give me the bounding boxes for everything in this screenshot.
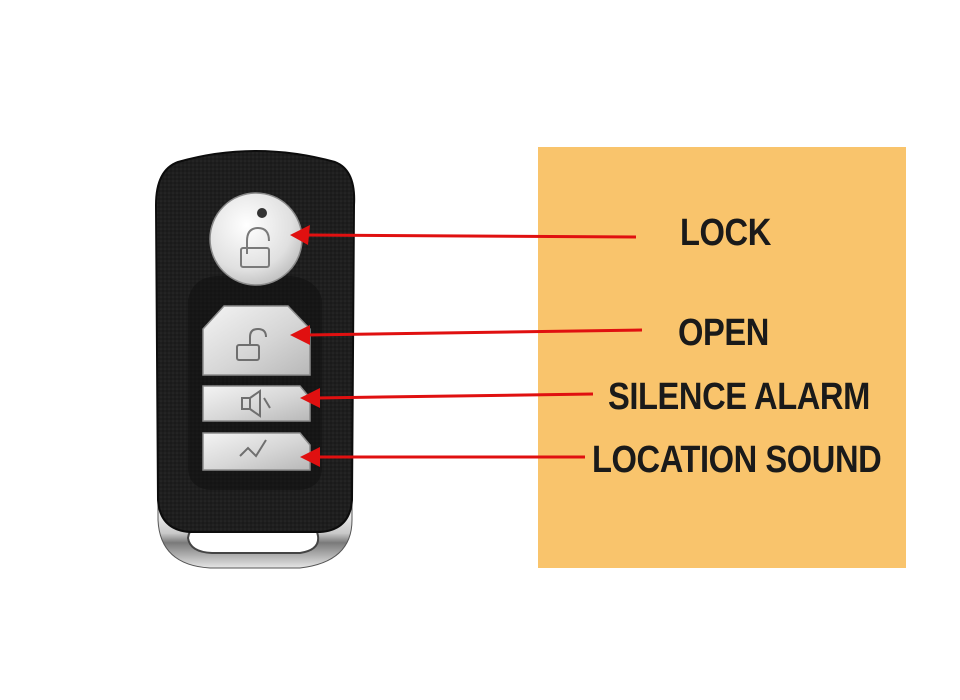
silence-alarm-button[interactable] <box>202 385 311 422</box>
arrow-to-lock <box>290 225 637 245</box>
lock-label: LOCK <box>680 212 771 254</box>
padlock-open-icon <box>236 327 267 361</box>
label-panel <box>538 147 906 568</box>
padlock-closed-icon <box>240 226 270 268</box>
silence-alarm-label: SILENCE ALARM <box>608 376 870 418</box>
open-button[interactable] <box>202 305 311 376</box>
arrow-to-silence <box>300 388 594 408</box>
location-sound-label: LOCATION SOUND <box>592 439 882 481</box>
open-label: OPEN <box>678 312 769 354</box>
arrow-to-open <box>290 325 643 345</box>
arrow-to-location <box>300 447 585 467</box>
location-sound-button[interactable] <box>202 432 311 471</box>
lock-button[interactable] <box>209 192 303 286</box>
horn-icon <box>239 439 267 458</box>
speaker-muted-icon <box>241 389 271 418</box>
